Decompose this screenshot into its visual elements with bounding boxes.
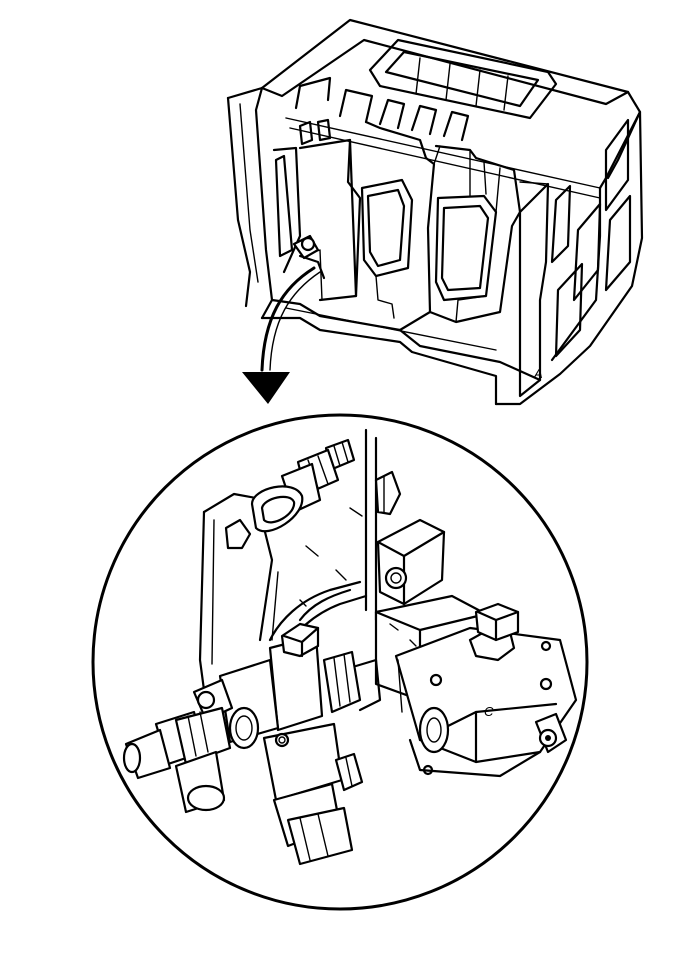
left-outlet <box>122 706 232 814</box>
left-fitting <box>192 622 324 750</box>
label-a: A <box>533 366 543 381</box>
sensor-plug <box>250 438 356 533</box>
engine-block-illustration: A <box>226 18 644 406</box>
label-c: C <box>484 704 494 719</box>
pointer-arrow-icon <box>242 266 321 404</box>
valve-assembly-illustration: C <box>122 428 578 866</box>
detail-circle <box>91 413 589 911</box>
lower-elbow <box>262 722 364 866</box>
